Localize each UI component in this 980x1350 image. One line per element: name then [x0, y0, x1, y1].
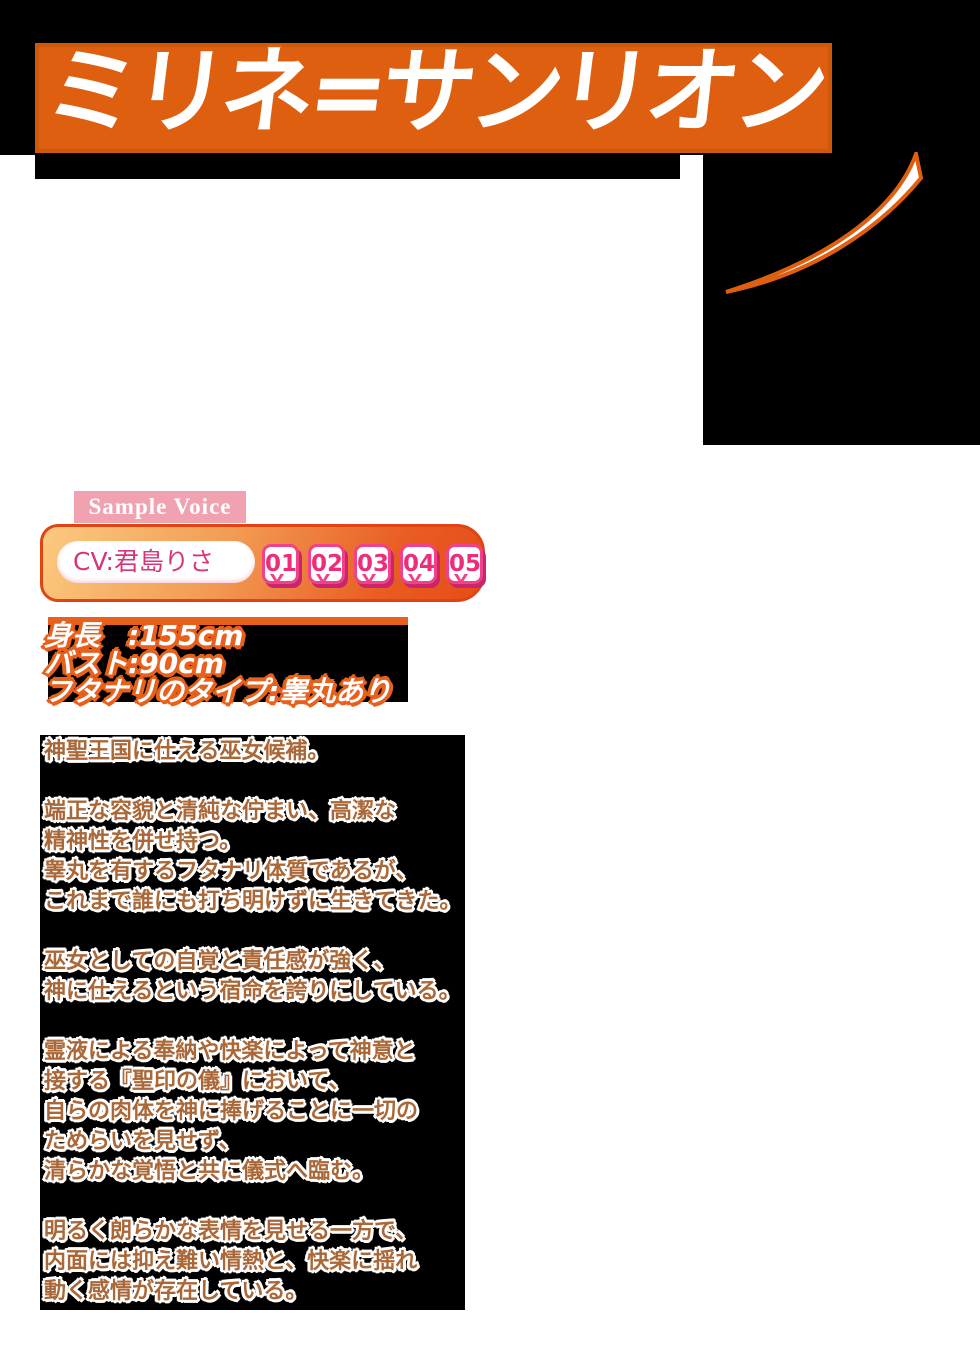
- description-line: 神に仕えるという宿命を誇りにしている。: [44, 979, 461, 1004]
- description-line: 霊液による奉納や快楽によって神意と: [44, 1039, 416, 1064]
- description-line: 神聖王国に仕える巫女候補。: [44, 739, 330, 764]
- description-line: 自らの肉体を神に捧げることに一切の: [44, 1099, 419, 1124]
- title-banner: [35, 43, 832, 153]
- title-overflow-stroke-decoration: [725, 152, 923, 294]
- character-description: 神聖王国に仕える巫女候補。 端正な容貌と清純な佇まい、高潔な 精神性を併せ持つ。…: [44, 737, 461, 1307]
- description-line: これまで誰にも打ち明けずに生きてきた。: [44, 889, 462, 914]
- voice-sample-number: 05: [449, 551, 482, 577]
- voice-sample-button[interactable]: 05: [446, 544, 483, 585]
- stats-line: バスト:90cm: [44, 647, 224, 680]
- character-name-title: ミリネ=サンリオン: [38, 38, 829, 147]
- description-line: 端正な容貌と清純な佇まい、高潔な: [44, 799, 397, 824]
- description-line: 内面には抑え難い情熱と、快楽に揺れ: [44, 1249, 418, 1274]
- description-line: 巫女としての自覚と責任感が強く、: [44, 949, 396, 974]
- speech-bubble-tail-icon: [408, 573, 422, 592]
- description-line: [44, 917, 461, 947]
- voice-sample-number: 01: [265, 551, 298, 577]
- description-line: [44, 1187, 461, 1217]
- speech-bubble-tail-icon: [316, 573, 330, 592]
- cv-name-badge: CV:君島りさ: [57, 541, 255, 583]
- voice-sample-buttons: 01 02 03 04 05: [262, 544, 483, 585]
- speech-bubble-tail-icon: [454, 573, 468, 592]
- description-line: ためらいを見せず、: [44, 1129, 241, 1154]
- description-line: 動く感情が存在している。: [44, 1279, 308, 1304]
- voice-sample-button[interactable]: 04: [400, 544, 437, 585]
- description-line: [44, 767, 461, 797]
- stats-line: 身長 :155cm: [44, 619, 244, 652]
- character-stats: 身長 :155cm バスト:90cm フタナリのタイプ:睾丸あり: [44, 622, 391, 706]
- voice-sample-number: 02: [311, 551, 344, 577]
- speech-bubble-tail-icon: [362, 573, 376, 592]
- transparency-block-profile: [40, 735, 465, 1310]
- description-line: 睾丸を有するフタナリ体質であるが、: [44, 859, 418, 884]
- description-line: 明るく朗らかな表情を見せる一方で、: [44, 1219, 418, 1244]
- description-line: [44, 1007, 461, 1037]
- voice-sample-button[interactable]: 01: [262, 544, 299, 585]
- voice-sample-button[interactable]: 03: [354, 544, 391, 585]
- sample-voice-label: Sample Voice: [74, 491, 246, 523]
- voice-sample-number: 04: [403, 551, 436, 577]
- transparency-block-under-banner: [35, 155, 680, 179]
- description-line: 接する『聖印の儀』において、: [44, 1069, 351, 1094]
- voice-sample-button[interactable]: 02: [308, 544, 345, 585]
- speech-bubble-tail-icon: [270, 573, 284, 592]
- stats-line: フタナリのタイプ:睾丸あり: [44, 675, 392, 708]
- voice-sample-number: 03: [357, 551, 390, 577]
- description-line: 清らかな覚悟と共に儀式へ臨む。: [44, 1159, 375, 1184]
- transparency-block-stats: [48, 625, 408, 702]
- description-line: 精神性を併せ持つ。: [44, 829, 242, 854]
- transparency-block-right-column: [703, 155, 980, 445]
- stats-divider-bar: [48, 617, 408, 625]
